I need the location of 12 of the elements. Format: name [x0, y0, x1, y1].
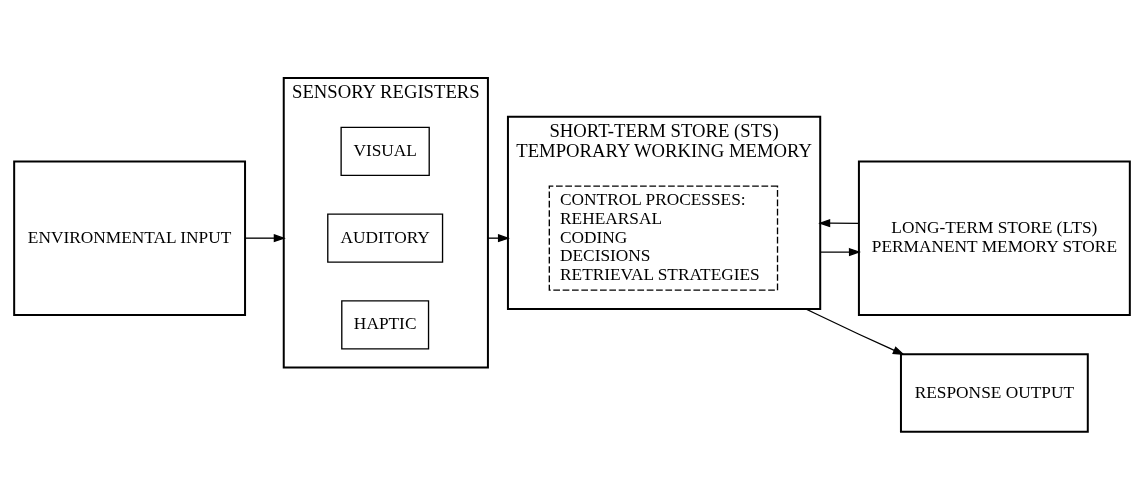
arrow: [244, 233, 286, 243]
arrow: [818, 218, 860, 228]
arrow: [819, 247, 861, 257]
arrow: [805, 308, 905, 356]
node-box: ENVIRONMENTAL INPUT: [13, 160, 247, 316]
node-box: CONTROL PROCESSES: REHEARSAL CODING DECISIONS RETRIEVAL STRATEGIES: [548, 185, 779, 291]
arrow: [487, 233, 510, 243]
node-box: AUDITORY: [327, 213, 444, 263]
node-box: HAPTIC: [341, 300, 430, 350]
node-box: VISUAL: [340, 126, 430, 177]
node-box: LONG-TERM STORE (LTS) PERMANENT MEMORY STORE: [857, 160, 1131, 316]
node-box: RESPONSE OUTPUT: [899, 353, 1089, 433]
